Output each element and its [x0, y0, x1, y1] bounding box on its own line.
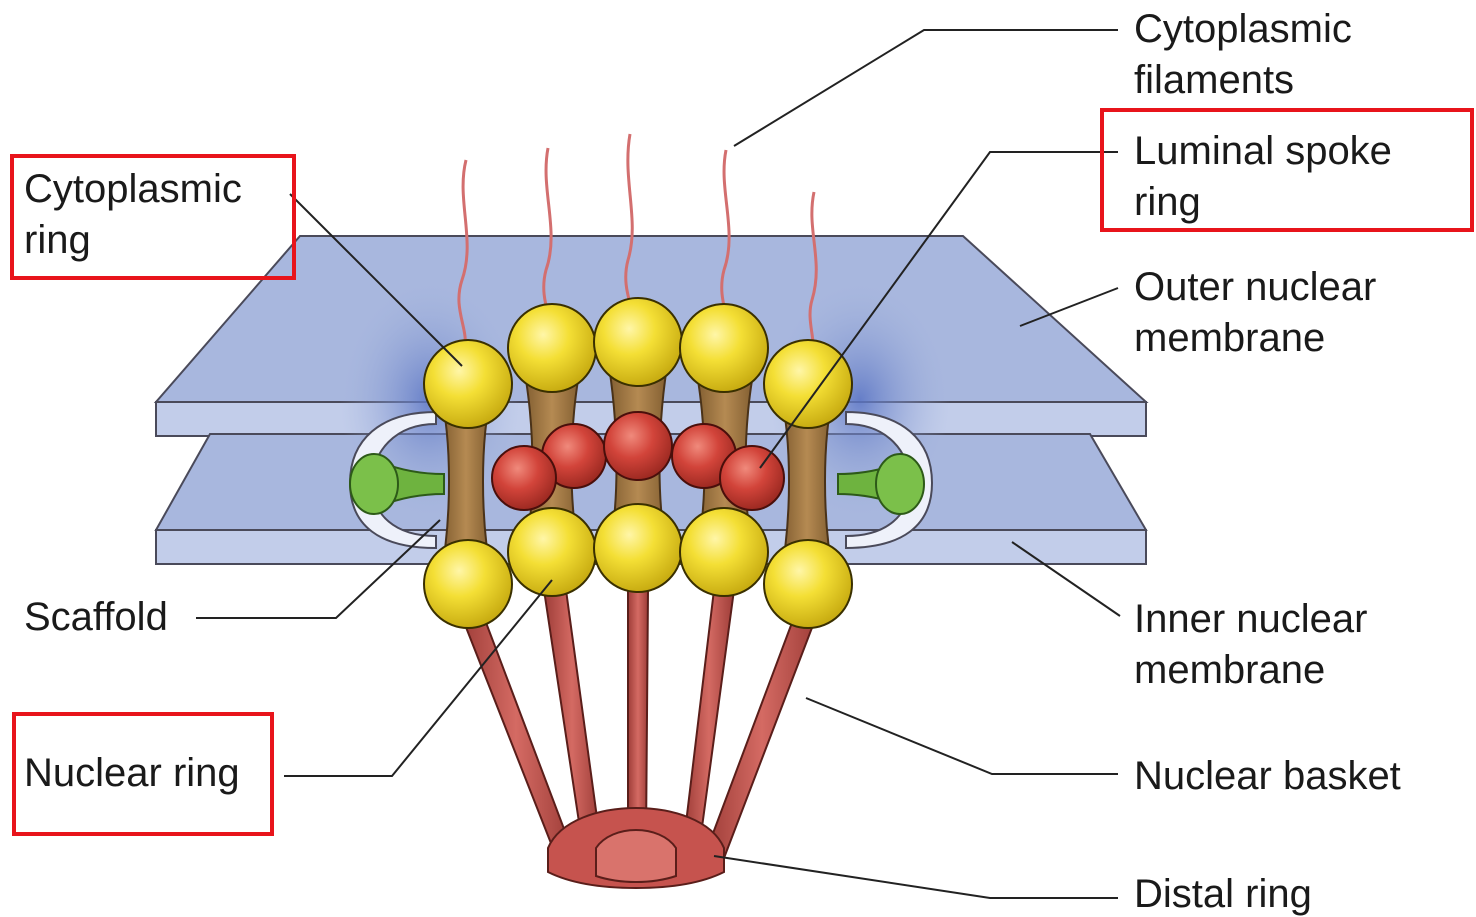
label-inner-nuclear-membrane: Inner nuclear membrane — [1134, 597, 1379, 692]
label-scaffold: Scaffold — [24, 595, 168, 639]
label-luminal-spoke-ring: Luminal spoke ring — [1134, 129, 1403, 224]
label-distal-ring: Distal ring — [1134, 872, 1312, 916]
label-nuclear-ring: Nuclear ring — [24, 751, 240, 795]
label-outer-nuclear-membrane: Outer nuclear membrane — [1134, 265, 1387, 360]
label-cytoplasmic-filaments: Cytoplasmic filaments — [1134, 7, 1363, 102]
label-nuclear-basket: Nuclear basket — [1134, 754, 1401, 798]
label-cytoplasmic-ring: Cytoplasmic ring — [24, 167, 253, 262]
